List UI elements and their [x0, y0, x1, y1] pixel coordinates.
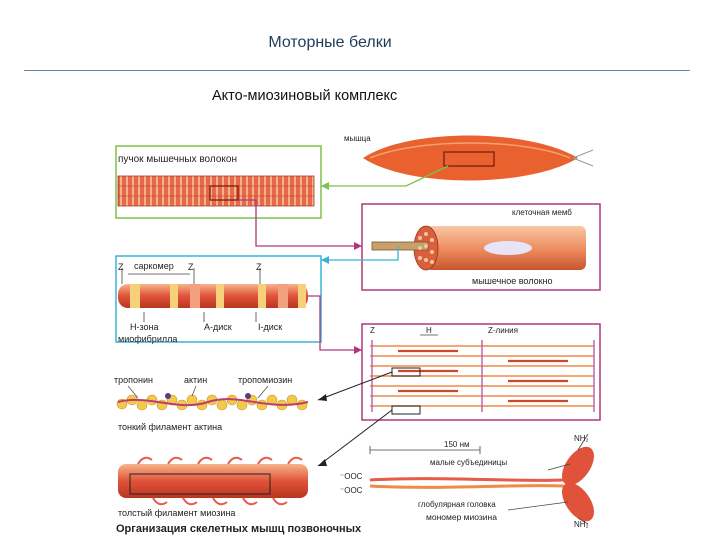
a-disk-label: А-диск	[204, 322, 232, 332]
muscle-fiber-label: мышечное волокно	[472, 276, 553, 286]
muscle-bundle	[118, 176, 314, 206]
cooh-label-2: ⁻OOC	[340, 486, 362, 495]
globular-head-label: глобулярная головка	[418, 500, 496, 509]
title-divider	[24, 70, 690, 71]
z-label-2: Z	[188, 262, 194, 272]
z-line-label: Z-линия	[488, 326, 518, 335]
grid-h-label: Н	[426, 326, 432, 335]
troponin-label: тропонин	[114, 375, 153, 385]
h-zone-label: Н-зона	[130, 322, 159, 332]
grid-z-label: Z	[370, 326, 375, 335]
thick-filament-label: толстый филамент миозина	[118, 508, 235, 518]
cell-membrane-label: клеточная мемб	[512, 208, 572, 217]
myofibril	[118, 268, 308, 322]
i-disk-label: I-диск	[258, 322, 282, 332]
sarcomere-label: саркомер	[134, 261, 174, 271]
myofibril-label: миофибрилла	[118, 334, 177, 344]
muscle-label: мышца	[344, 134, 371, 143]
nm150-label: 150 нм	[444, 440, 470, 449]
actin-filament	[117, 386, 308, 410]
small-subunits-label: малые субъединицы	[430, 458, 507, 467]
nh2-bottom-label: NH₂	[574, 520, 589, 529]
diagram-caption: Организация скелетных мышц позвоночных	[116, 523, 361, 535]
slide-title: Моторные белки	[0, 34, 660, 52]
z-label-1: Z	[118, 262, 124, 272]
muscle-organization-diagram: мышца пучок мышечных волокон клеточная м…	[108, 128, 613, 540]
slide-subtitle: Акто-миозиновый комплекс	[212, 88, 397, 104]
myosin-filament	[118, 458, 308, 505]
z-label-3: Z	[256, 262, 262, 272]
sarcomere-grid	[370, 335, 594, 414]
nh2-top-label: NH₂	[574, 434, 589, 443]
thin-filament-label: тонкий филамент актина	[118, 422, 222, 432]
whole-muscle	[363, 136, 593, 181]
bundle-label: пучок мышечных волокон	[118, 154, 237, 165]
muscle-fiber	[372, 226, 586, 270]
myosin-monomer-label: мономер миозина	[426, 512, 497, 522]
actin-label: актин	[184, 375, 207, 385]
tropomyosin-label: тропомиозин	[238, 375, 292, 385]
cooh-label-1: ⁻OOC	[340, 472, 362, 481]
